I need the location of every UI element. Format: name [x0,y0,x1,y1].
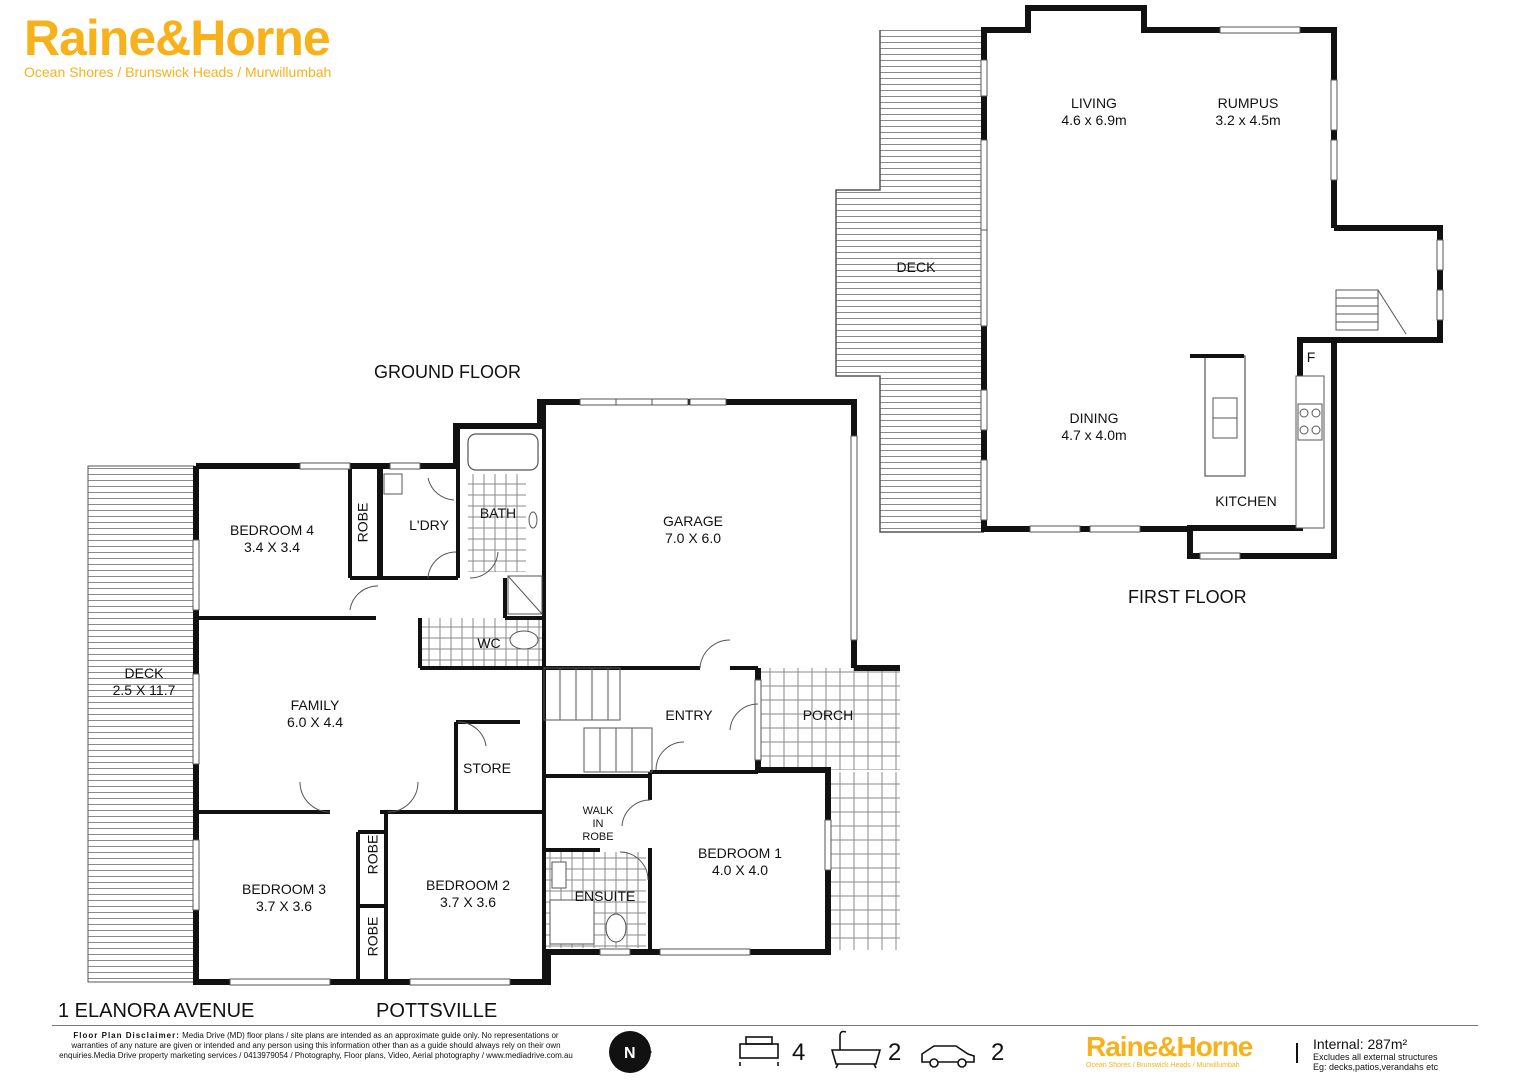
disclaimer-text: Media Drive (MD) floor plans / site plan… [59,1031,573,1060]
upper-deck-south [880,376,984,532]
brand-offices: Ocean Shores / Brunswick Heads / Murwill… [24,64,332,80]
bed-icon [739,1036,779,1066]
room-bedroom1: BEDROOM 1 4.0 X 4.0 [698,845,782,879]
room-laundry: L'DRY [409,517,449,533]
footer-brand-logo: Raine&Horne Ocean Shores / Brunswick Hea… [1086,1031,1253,1070]
room-bedroom3: BEDROOM 3 3.7 X 3.6 [242,881,326,915]
upper-deck-north [880,30,984,190]
ensuite-toilet [605,913,627,943]
room-dining: DINING 4.7 x 4.0m [1061,410,1126,444]
brand-logo: Raine&Horne Ocean Shores / Brunswick Hea… [24,10,331,80]
footer-divider [52,1025,1478,1026]
first-floor-plan [835,5,1444,560]
floor-plan-disclaimer: Floor Plan Disclaimer: Media Drive (MD) … [56,1031,576,1061]
room-robe4: ROBE [354,502,371,543]
room-robe3b: ROBE [364,916,381,957]
room-entry: ENTRY [665,707,713,723]
room-living: LIVING 4.6 x 6.9m [1061,95,1126,129]
room-wc: WC [477,635,501,651]
room-walk-in-robe: WALK IN ROBE [582,805,613,844]
lower-deck [88,466,194,982]
room-bedroom1-name: BEDROOM 1 [697,845,783,861]
toilet-fixture [509,630,539,650]
room-porch: PORCH [802,707,854,723]
room-deck-lower: DECK 2.5 X 11.7 [113,665,176,699]
side-path-tiles [828,772,900,950]
footer-brand-name: Raine&Horne [1086,1031,1253,1062]
room-garage-name: GARAGE [663,513,723,529]
address-suburb: POTTSVILLE [376,1000,498,1022]
bath-count: 2 [888,1039,902,1066]
room-bedroom1-dim: 4.0 X 4.0 [711,862,769,878]
room-bedroom2: BEDROOM 2 3.7 X 3.6 [426,877,510,911]
room-dining-name: DINING [1069,410,1119,426]
wir-line1: WALK [582,805,614,817]
wir-line2: IN [592,818,604,830]
room-bedroom4: BEDROOM 4 3.4 X 3.4 [230,522,314,556]
bed-count: 4 [792,1039,806,1066]
first-floor-title: FIRST FLOOR [1128,587,1247,607]
room-family: FAMILY 6.0 X 4.4 [287,697,343,731]
porch-tiles [760,668,900,770]
ground-floor-plan [87,398,900,986]
ensuite-vanity [551,861,567,889]
internal-area: Internal: 287m² Excludes all external st… [1313,1036,1438,1072]
room-bedroom4-name: BEDROOM 4 [229,522,315,538]
room-family-dim: 6.0 X 4.4 [286,714,344,730]
footer-separator [1296,1043,1298,1063]
room-living-dim: 4.6 x 6.9m [1061,112,1127,128]
bathtub-fixture [467,433,539,471]
room-bedroom2-dim: 3.7 X 3.6 [439,894,497,910]
room-family-name: FAMILY [290,697,340,713]
room-deck-upper: DECK [896,259,936,275]
ground-floor-title: GROUND FLOOR [374,362,522,382]
svg-text:N: N [624,1045,636,1062]
internal-area-value: Internal: 287m² [1313,1036,1408,1052]
brand-name: Raine&Horne [24,10,331,66]
room-deck-lower-dim: 2.5 X 11.7 [112,682,176,698]
room-bedroom4-dim: 3.4 X 3.4 [243,539,301,555]
upper-deck-mid [836,190,984,376]
room-dining-dim: 4.7 x 4.0m [1061,427,1127,443]
area-note-1: Excludes all external structures [1313,1052,1438,1062]
room-bath: BATH [479,505,517,521]
bath-tiles [468,474,526,572]
bathtub-icon [830,1030,882,1069]
car-count: 2 [991,1039,1005,1066]
room-rumpus: RUMPUS 3.2 x 4.5m [1215,95,1280,129]
laundry-tub [383,473,403,495]
room-living-name: LIVING [1071,95,1117,111]
room-bedroom3-name: BEDROOM 3 [241,881,327,897]
room-store: STORE [463,760,511,776]
ensuite-shower [549,899,595,945]
address-street: 1 ELANORA AVENUE [58,1000,255,1022]
room-garage: GARAGE 7.0 X 6.0 [663,513,723,547]
room-deck-lower-name: DECK [124,665,164,681]
room-bedroom2-name: BEDROOM 2 [425,877,511,893]
room-garage-dim: 7.0 X 6.0 [664,530,722,546]
room-kitchen: KITCHEN [1215,493,1277,509]
disclaimer-heading: Floor Plan Disclaimer: [73,1031,180,1040]
area-note-2: Eg: decks,patios,verandahs etc [1313,1062,1439,1072]
room-ensuite: ENSUITE [574,888,636,904]
room-rumpus-dim: 3.2 x 4.5m [1215,112,1281,128]
room-rumpus-name: RUMPUS [1217,95,1279,111]
car-icon [921,1045,975,1068]
room-bedroom3-dim: 3.7 X 3.6 [255,898,313,914]
fridge-label: F [1306,349,1316,365]
north-arrow-icon: N [609,1031,652,1073]
room-robe3: ROBE [364,834,381,875]
wir-line3: ROBE [582,831,614,843]
footer-brand-offices: Ocean Shores / Brunswick Heads / Murwill… [1086,1062,1240,1069]
